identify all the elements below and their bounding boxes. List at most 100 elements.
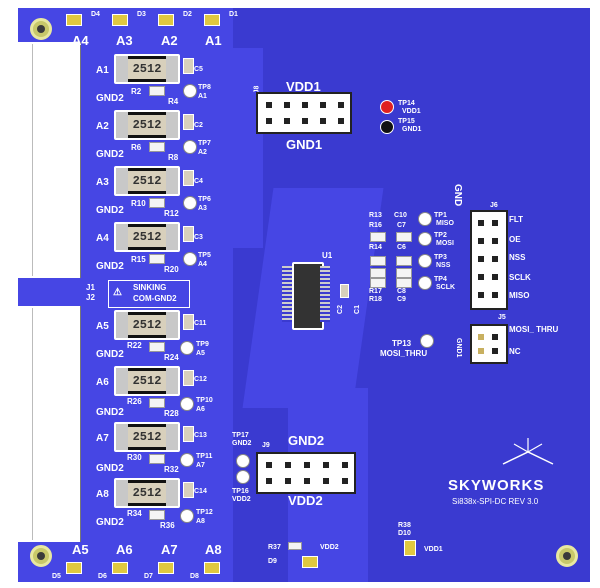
connector-j1 (2, 42, 81, 278)
led-d2 (158, 14, 174, 26)
smd-spi-6 (396, 256, 412, 266)
channel-label: A4 (96, 233, 109, 244)
tp14-red (380, 100, 394, 114)
j1-label: J1 (86, 283, 95, 292)
warning-box: ⚠ SINKING COM-GND2 (108, 280, 190, 308)
gnd-label: GND2 (96, 93, 124, 104)
cap-label: C11 (194, 320, 207, 327)
j5-ref: J5 (498, 314, 506, 321)
led-d3-label: D3 (137, 11, 146, 18)
capacitor (183, 314, 194, 330)
tp15-signal: GND1 (402, 126, 422, 133)
j6-pin-sclk: SCLK (509, 273, 531, 282)
smd-resistor (149, 510, 165, 520)
j5-header (470, 324, 508, 364)
r1-label: R22 (127, 341, 142, 350)
resistor-2512: 2512 (114, 422, 180, 452)
tp-label: TP6 (198, 196, 211, 203)
vdd1-header (256, 92, 352, 134)
led-d1 (204, 14, 220, 26)
test-point (180, 509, 194, 523)
gnd-label: GND2 (96, 205, 124, 216)
j6-ref: J6 (490, 202, 498, 209)
test-point (183, 140, 197, 154)
channel-label: A8 (96, 489, 109, 500)
capacitor (183, 482, 194, 498)
tp-label: TP7 (198, 140, 211, 147)
led-d2-label: D2 (183, 11, 192, 18)
r2-label: R24 (164, 353, 179, 362)
tp4-signal: SCLK (436, 284, 456, 291)
smd-r37 (288, 542, 302, 550)
resistor-code: 2512 (132, 118, 162, 132)
mounting-hole-bottom-left (30, 545, 52, 567)
tp-label: TP5 (198, 252, 211, 259)
capacitor (183, 58, 194, 74)
tp-signal-label: A7 (196, 462, 205, 469)
tp13-label: TP13 (392, 339, 412, 348)
resistor-code: 2512 (132, 430, 162, 444)
led-d6-label: D6 (98, 573, 107, 580)
test-point (180, 453, 194, 467)
cap-label: C13 (194, 432, 207, 439)
j5-pin-nc: NC (509, 347, 521, 356)
board-model: Si838x-SPI-DC REV 3.0 (452, 497, 539, 506)
cap-label: C3 (194, 234, 203, 241)
j6-pin-nss: NSS (509, 253, 526, 262)
test-point-tp17 (236, 454, 250, 468)
r2-label: R8 (168, 153, 179, 162)
channel-label: A6 (96, 377, 109, 388)
d9-label: D9 (268, 558, 277, 565)
brand-name: SKYWORKS (448, 477, 545, 494)
r2-label: R28 (164, 409, 179, 418)
smd-spi-1 (370, 232, 386, 242)
r2-label: R20 (164, 265, 179, 274)
resistor-2512: 2512 (114, 366, 180, 396)
r14-label: R14 (369, 244, 382, 251)
r1-label: R6 (131, 143, 142, 152)
c6-label: C6 (397, 244, 406, 251)
r1-label: R26 (127, 397, 142, 406)
test-point-tp16 (236, 470, 250, 484)
ic-u1-pins-right (320, 266, 330, 322)
led-d9 (302, 556, 318, 568)
smd-resistor (149, 254, 165, 264)
test-point (183, 196, 197, 210)
header-label-a2: A2 (161, 33, 178, 48)
warning-line-2: COM-GND2 (133, 294, 177, 303)
test-point-tp4 (418, 276, 432, 290)
capacitor (183, 114, 194, 130)
led-d4-label: D4 (91, 11, 100, 18)
u1-label: U1 (322, 251, 333, 260)
j2-label: J2 (86, 293, 95, 302)
skyworks-logo-icon (502, 438, 554, 465)
header-label-a1: A1 (205, 33, 222, 48)
gnd-label: GND2 (96, 407, 124, 418)
r17-label: R17 (369, 288, 382, 295)
tp16-signal: VDD2 (232, 496, 251, 503)
tp15-label: TP15 (398, 118, 415, 125)
tp14-label: TP14 (398, 100, 415, 107)
r2-label: R12 (164, 209, 179, 218)
tp-label: TP9 (196, 341, 209, 348)
tp-signal-label: A4 (198, 261, 207, 268)
tp17-signal: GND2 (232, 440, 252, 447)
mounting-hole-bottom-right (556, 545, 578, 567)
resistor-code: 2512 (132, 230, 162, 244)
j5-pin-mosi-thru: MOSI_ THRU (509, 325, 559, 334)
cap-label: C14 (194, 488, 207, 495)
test-point (183, 84, 197, 98)
gnd-label: GND2 (96, 463, 124, 474)
r1-label: R2 (131, 87, 142, 96)
r38-label: R38 (398, 522, 411, 529)
capacitor (183, 426, 194, 442)
led-d8 (204, 562, 220, 574)
tp-signal-label: A5 (196, 350, 205, 357)
j6-header (470, 210, 508, 310)
resistor-code: 2512 (132, 318, 162, 332)
gnd2-header (256, 452, 356, 494)
smd-resistor (149, 342, 165, 352)
vdd2-indicator-label: VDD2 (320, 544, 339, 551)
tp-label: TP10 (196, 397, 213, 404)
smd-spi-8 (396, 278, 412, 288)
